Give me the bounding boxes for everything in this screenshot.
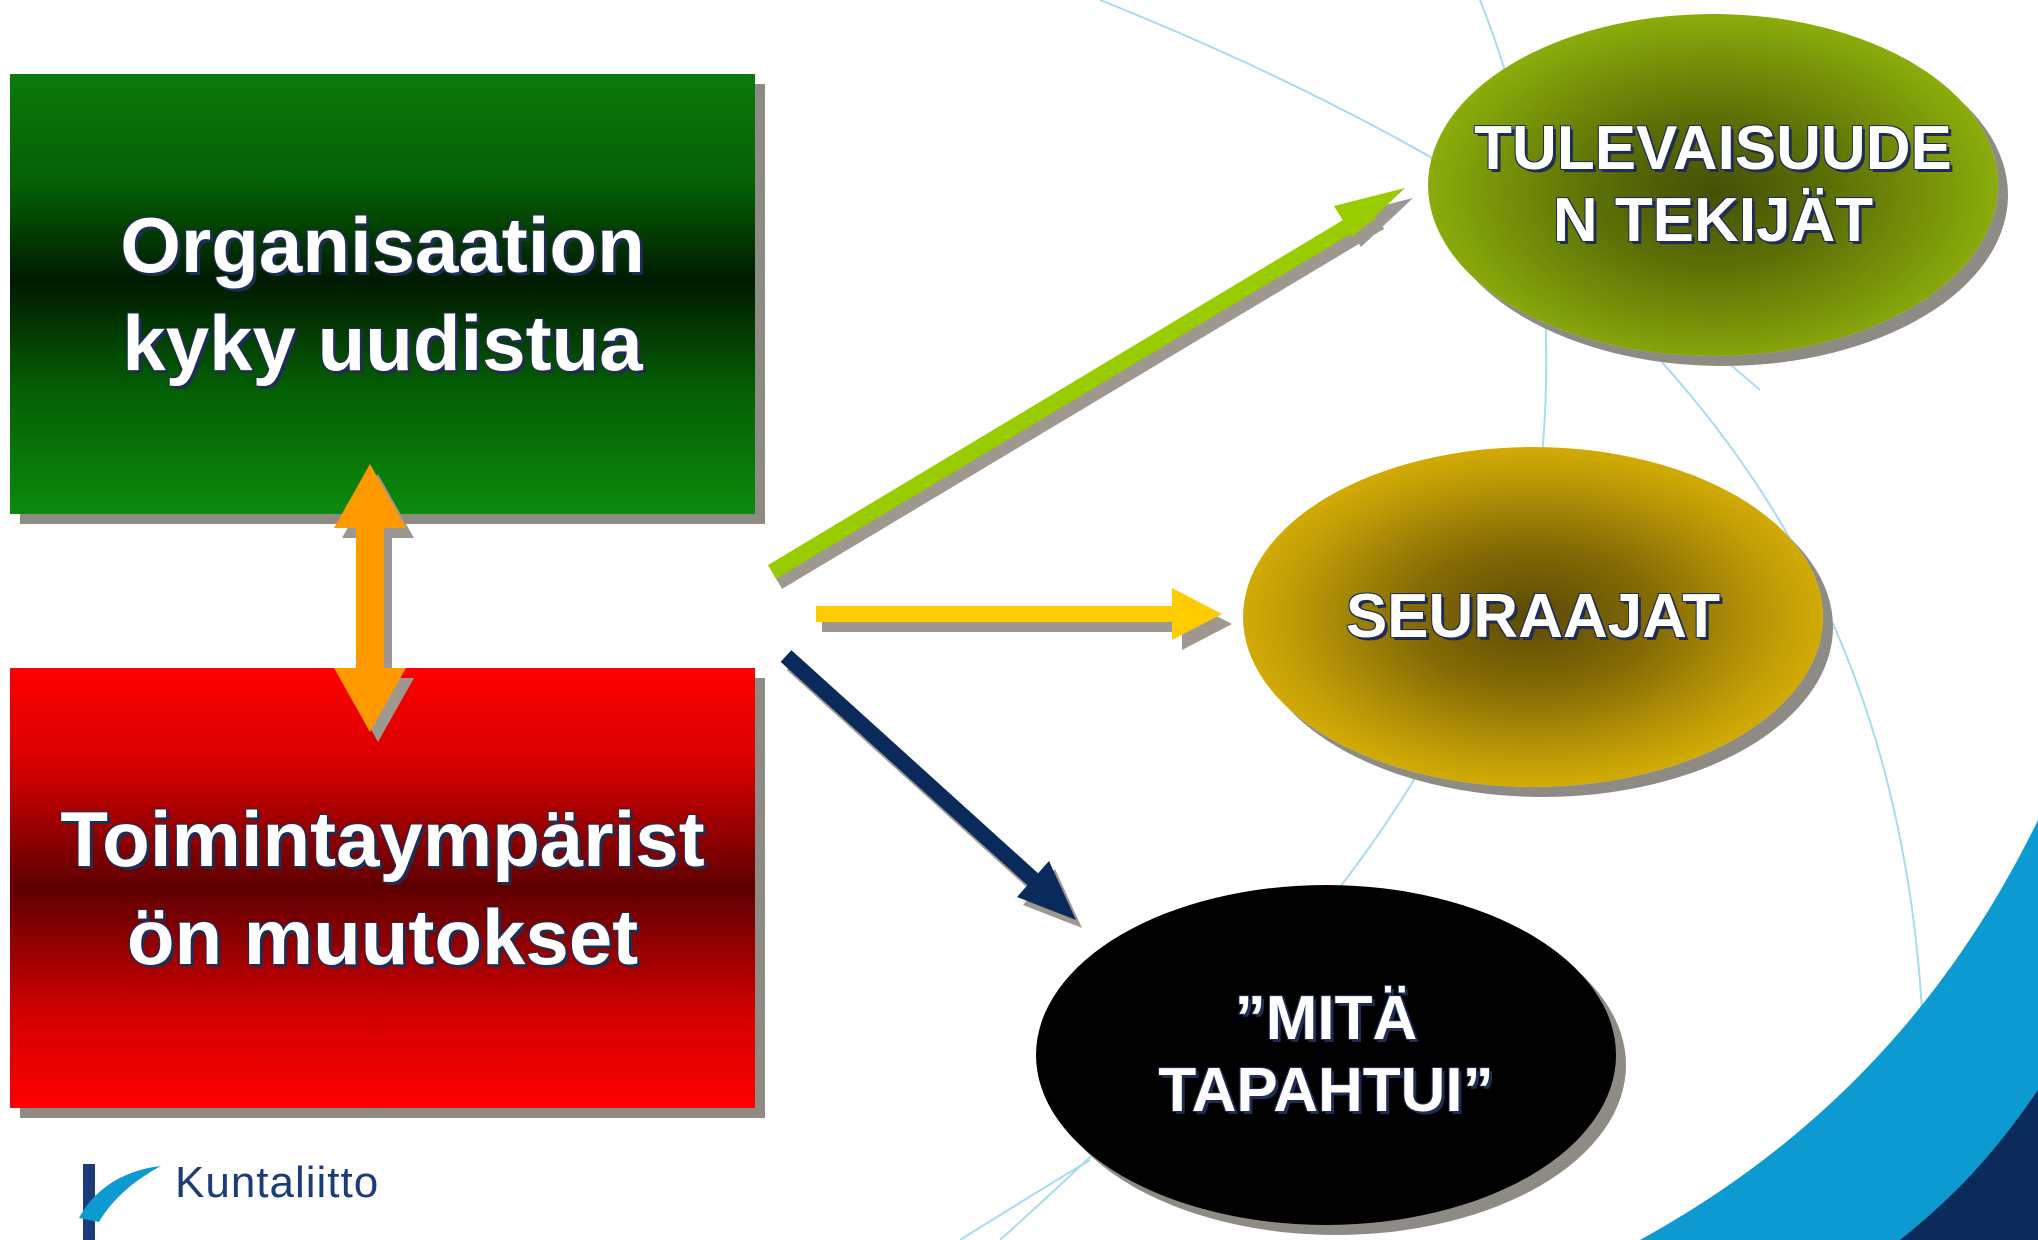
- environment-changes-box: Toimintaympärist ön muutokset: [10, 668, 755, 1108]
- followers-label: SEURAAJAT: [1345, 582, 1721, 651]
- arrow-to-future-makers: [767, 188, 1405, 579]
- what-happened-ellipse: ”MITÄ TAPAHTUI”: [1036, 885, 1616, 1225]
- organization-ability-box: Organisaation kyky uudistua: [10, 74, 755, 514]
- double-arrow: [334, 464, 406, 732]
- arrow-to-followers-shadow: [822, 598, 1232, 650]
- arrow-to-followers: [816, 588, 1222, 640]
- future-makers-ellipse: TULEVAISUUDE N TEKIJÄT: [1428, 14, 1998, 356]
- organization-ability-label: Organisaation kyky uudistua: [120, 201, 645, 387]
- arrow-to-future-makers-shadow: [773, 198, 1413, 589]
- followers-ellipse: SEURAAJAT: [1243, 447, 1823, 787]
- kuntaliitto-logo: Kuntaliitto: [75, 1158, 675, 1240]
- future-makers-label: TULEVAISUUDE N TEKIJÄT: [1474, 114, 1952, 255]
- environment-changes-label: Toimintaympärist ön muutokset: [60, 795, 705, 981]
- kuntaliitto-logo-text: Kuntaliitto: [175, 1158, 380, 1207]
- what-happened-label: ”MITÄ TAPAHTUI”: [1158, 984, 1494, 1125]
- kuntaliitto-logo-icon: [79, 1164, 161, 1240]
- arrow-to-what-happened: [780, 650, 1076, 920]
